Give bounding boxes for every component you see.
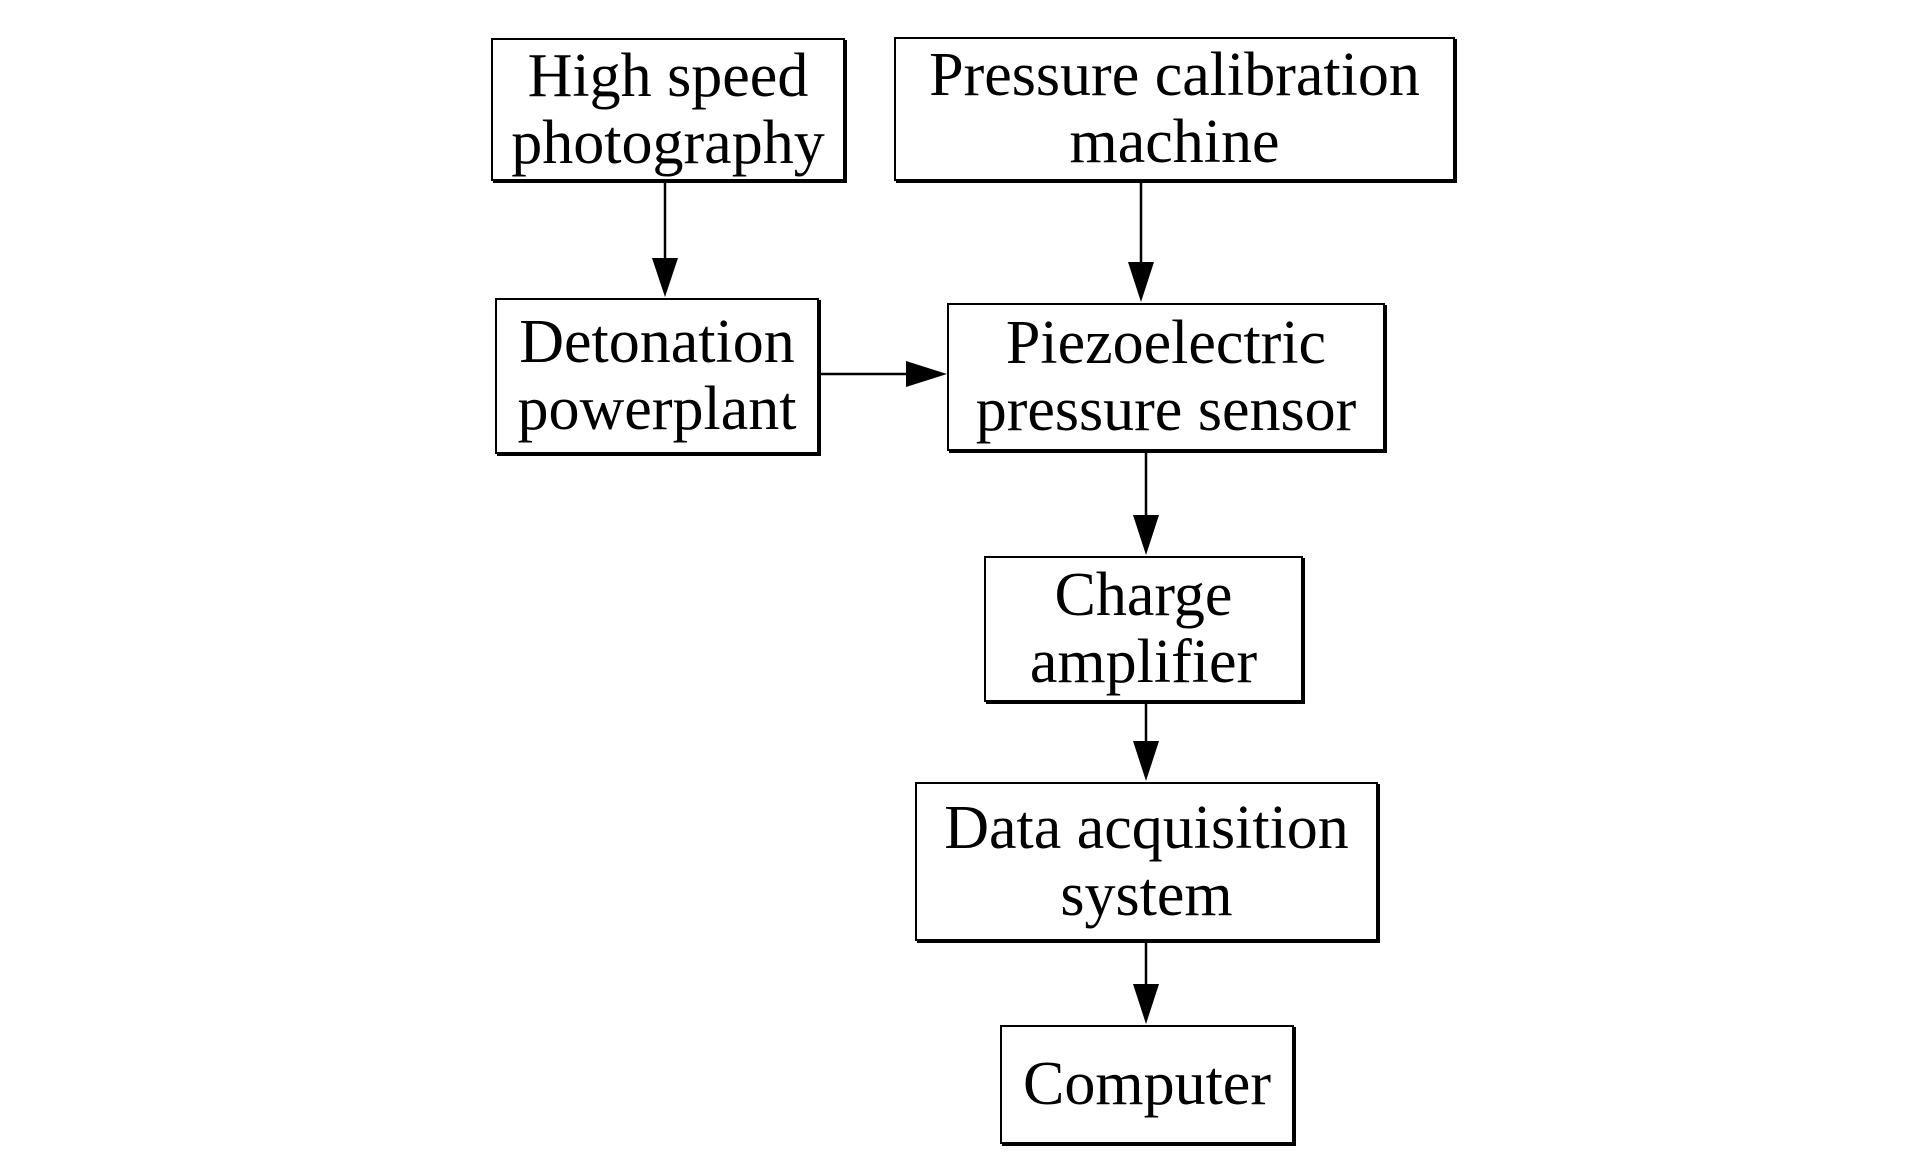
node-label-line: Detonation — [519, 308, 795, 376]
node-high-speed-photography: High speed photography — [491, 38, 845, 181]
node-label-line: Computer — [1023, 1050, 1271, 1118]
node-label-line: powerplant — [517, 375, 797, 443]
arrowhead-daq-to-computer — [1133, 984, 1159, 1024]
arrowhead-powerplant-to-sensor — [906, 361, 947, 387]
node-label-line: pressure sensor — [975, 376, 1357, 444]
node-label-line: amplifier — [1029, 628, 1258, 696]
arrowhead-sensor-to-amplifier — [1133, 515, 1159, 555]
arrowhead-amplifier-to-daq — [1133, 741, 1159, 781]
node-charge-amplifier: Charge amplifier — [984, 556, 1303, 702]
node-label-line: system — [1060, 860, 1233, 929]
node-computer: Computer — [1000, 1025, 1294, 1144]
node-label-line: Charge — [1054, 561, 1233, 629]
node-piezoelectric-pressure-sensor: Piezoelectric pressure sensor — [947, 303, 1385, 451]
arrowhead-calibration-to-sensor — [1128, 262, 1154, 302]
node-label-line: Data acquisition — [944, 793, 1349, 862]
node-label-line: machine — [1069, 108, 1280, 176]
node-label-line: Piezoelectric — [1005, 309, 1327, 377]
node-label-line: High speed — [527, 41, 809, 110]
node-pressure-calibration-machine: Pressure calibration machine — [894, 37, 1455, 181]
node-label-line: photography — [511, 108, 825, 177]
arrowhead-photography-to-powerplant — [652, 258, 678, 297]
node-label-line: Pressure calibration — [929, 41, 1420, 109]
node-detonation-powerplant: Detonation powerplant — [495, 298, 819, 454]
node-data-acquisition-system: Data acquisition system — [915, 782, 1378, 941]
